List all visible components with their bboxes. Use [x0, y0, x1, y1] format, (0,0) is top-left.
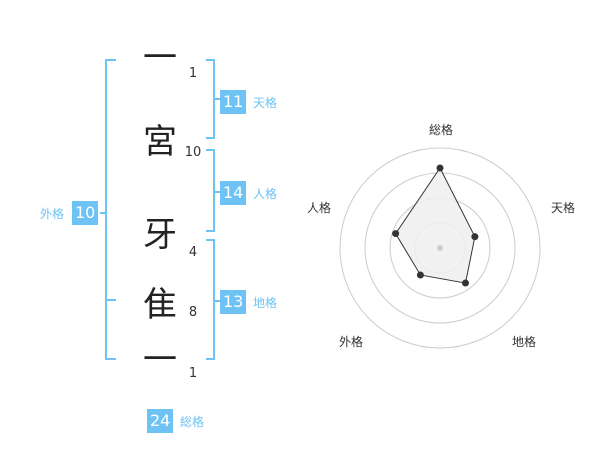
radar-axis-label-chikaku: 地格	[511, 335, 536, 349]
chikaku-value: 13	[220, 290, 247, 314]
radar-point-3	[416, 271, 424, 279]
radar-point-4	[392, 230, 400, 238]
name-char-4: 隹	[143, 285, 177, 325]
jinkaku-label: 人格	[253, 187, 278, 201]
radar-point-0	[436, 164, 444, 172]
outer-bracket	[105, 59, 116, 360]
tenkaku-value: 11	[220, 90, 247, 114]
name-char-2: 宮	[143, 122, 177, 162]
soukaku-value: 24	[147, 409, 174, 433]
name-char-1: 一	[143, 38, 177, 78]
name-char-5: 一	[143, 340, 177, 380]
stroke-count-2: 10	[184, 145, 202, 160]
stroke-count-1: 1	[188, 66, 198, 81]
radar-axis-label-soukaku: 総格	[428, 123, 453, 137]
stroke-count-3: 4	[188, 245, 198, 260]
tenkaku-label: 天格	[253, 96, 278, 110]
jinkaku-bracket	[206, 149, 215, 232]
gaikaku-label: 外格	[40, 207, 65, 221]
chikaku-bracket	[206, 239, 215, 360]
radar-ring	[339, 147, 541, 349]
gaikaku-value: 10	[72, 201, 99, 225]
stroke-count-4: 8	[188, 305, 198, 320]
name-char-3: 牙	[143, 215, 177, 255]
radar-point-1	[471, 233, 479, 241]
radar-center-dot	[437, 245, 443, 251]
chikaku-label: 地格	[253, 296, 278, 310]
soukaku-label: 総格	[180, 415, 205, 429]
jinkaku-value: 14	[220, 181, 247, 205]
radar-point-2	[461, 279, 469, 287]
radar-series-area	[395, 167, 476, 284]
radar-axis-label-gaikaku: 外格	[338, 335, 363, 349]
stroke-count-5: 1	[188, 366, 198, 381]
radar-axis-label-tenkaku: 天格	[550, 201, 575, 215]
radar-axis-label-jinkaku: 人格	[306, 201, 331, 215]
